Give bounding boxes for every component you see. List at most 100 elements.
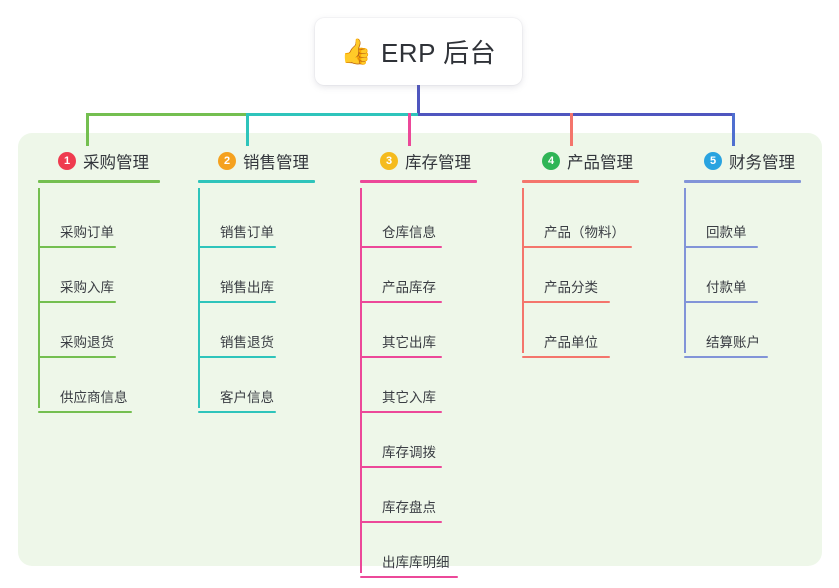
connector-bus-segment-1	[86, 113, 249, 116]
leaf-spacer	[60, 243, 160, 276]
leaf-label: 库存调拨	[382, 445, 436, 460]
column-badge-4: 4	[542, 152, 560, 170]
column-5: 5 财务管理回款单付款单结算账户	[684, 148, 801, 358]
column-header-5[interactable]: 5 财务管理	[684, 148, 801, 174]
leaf-item[interactable]: 库存调拨	[360, 408, 477, 468]
leaf-spacer	[382, 353, 477, 386]
leaf-item[interactable]: 出库库明细	[360, 518, 477, 578]
leaf-spacer	[382, 298, 477, 331]
leaf-rule	[684, 246, 758, 248]
leaf-rule	[198, 301, 276, 303]
column-title-2: 销售管理	[243, 154, 309, 172]
leaf-item[interactable]: 产品分类	[522, 243, 639, 303]
leaf-item[interactable]: 供应商信息	[38, 353, 160, 413]
leaf-spacer	[220, 243, 315, 276]
leaf-spacer	[706, 243, 801, 276]
leaf-spacer	[544, 188, 639, 221]
leaf-label: 采购订单	[60, 225, 114, 240]
leaf-item[interactable]: 采购入库	[38, 243, 160, 303]
leaf-rule	[684, 356, 768, 358]
leaf-spacer	[60, 353, 160, 386]
column-rule-2	[198, 180, 315, 183]
leaf-spacer	[706, 298, 801, 331]
column-title-1: 采购管理	[83, 154, 149, 172]
leaf-item[interactable]: 其它出库	[360, 298, 477, 358]
leaf-item[interactable]: 库存盘点	[360, 463, 477, 523]
column-badge-3: 3	[380, 152, 398, 170]
leaf-rule	[522, 356, 610, 358]
connector-bus-segment-3	[418, 113, 735, 116]
leaf-item[interactable]: 销售订单	[198, 188, 315, 248]
leaf-label: 库存盘点	[382, 500, 436, 515]
root-title: ERP 后台	[380, 38, 497, 68]
leaf-rule	[522, 246, 632, 248]
leaf-label: 其它入库	[382, 390, 436, 405]
leaf-spacer	[544, 298, 639, 331]
leaf-label: 付款单	[706, 280, 747, 295]
column-body-1: 采购订单采购入库采购退货供应商信息	[38, 188, 160, 413]
column-spine-3	[360, 188, 362, 573]
column-body-5: 回款单付款单结算账户	[684, 188, 801, 358]
column-rule-4	[522, 180, 639, 183]
leaf-label: 采购退货	[60, 335, 114, 350]
column-spine-5	[684, 188, 686, 353]
leaf-label: 客户信息	[220, 390, 274, 405]
leaf-rule	[360, 576, 458, 578]
connector-drop-1	[86, 113, 89, 146]
leaf-rule	[684, 301, 758, 303]
leaf-rule	[38, 356, 116, 358]
leaf-label: 回款单	[706, 225, 747, 240]
leaf-label: 出库库明细	[382, 555, 450, 570]
leaf-label: 结算账户	[706, 335, 760, 350]
leaf-item[interactable]: 结算账户	[684, 298, 801, 358]
leaf-spacer	[220, 298, 315, 331]
leaf-label: 供应商信息	[60, 390, 128, 405]
leaf-spacer	[60, 188, 160, 221]
column-body-4: 产品（物料） 产品分类产品单位	[522, 188, 639, 358]
leaf-item[interactable]: 产品（物料）	[522, 188, 639, 248]
leaf-item[interactable]: 产品库存	[360, 243, 477, 303]
leaf-item[interactable]: 回款单	[684, 188, 801, 248]
leaf-spacer	[544, 243, 639, 276]
leaf-spacer	[220, 353, 315, 386]
leaf-item[interactable]: 销售出库	[198, 243, 315, 303]
column-title-5: 财务管理	[729, 154, 795, 172]
column-title-3: 库存管理	[405, 154, 471, 172]
leaf-spacer	[382, 243, 477, 276]
leaf-item[interactable]: 产品单位	[522, 298, 639, 358]
root-node[interactable]: 👍 ERP 后台	[315, 18, 522, 85]
connector-drop-3	[408, 113, 411, 146]
leaf-rule	[360, 246, 442, 248]
leaf-label: 产品分类	[544, 280, 598, 295]
column-body-2: 销售订单销售出库销售退货客户信息	[198, 188, 315, 413]
leaf-label: 销售退货	[220, 335, 274, 350]
leaf-item[interactable]: 采购订单	[38, 188, 160, 248]
leaf-item[interactable]: 销售退货	[198, 298, 315, 358]
connector-bus-segment-2	[246, 113, 421, 116]
column-spine-4	[522, 188, 524, 353]
leaf-item[interactable]: 付款单	[684, 243, 801, 303]
column-header-3[interactable]: 3 库存管理	[360, 148, 477, 174]
column-badge-5: 5	[704, 152, 722, 170]
leaf-rule	[522, 301, 610, 303]
column-spine-2	[198, 188, 200, 408]
leaf-label: 产品单位	[544, 335, 598, 350]
leaf-item[interactable]: 采购退货	[38, 298, 160, 358]
leaf-spacer	[382, 463, 477, 496]
leaf-rule	[38, 246, 116, 248]
connector-drop-4	[570, 113, 573, 146]
column-rule-1	[38, 180, 160, 183]
leaf-rule	[360, 521, 442, 523]
leaf-label: 采购入库	[60, 280, 114, 295]
leaf-item[interactable]: 仓库信息	[360, 188, 477, 248]
leaf-spacer	[220, 188, 315, 221]
leaf-rule	[360, 301, 442, 303]
leaf-item[interactable]: 客户信息	[198, 353, 315, 413]
leaf-item[interactable]: 其它入库	[360, 353, 477, 413]
diagram-panel	[18, 133, 822, 566]
